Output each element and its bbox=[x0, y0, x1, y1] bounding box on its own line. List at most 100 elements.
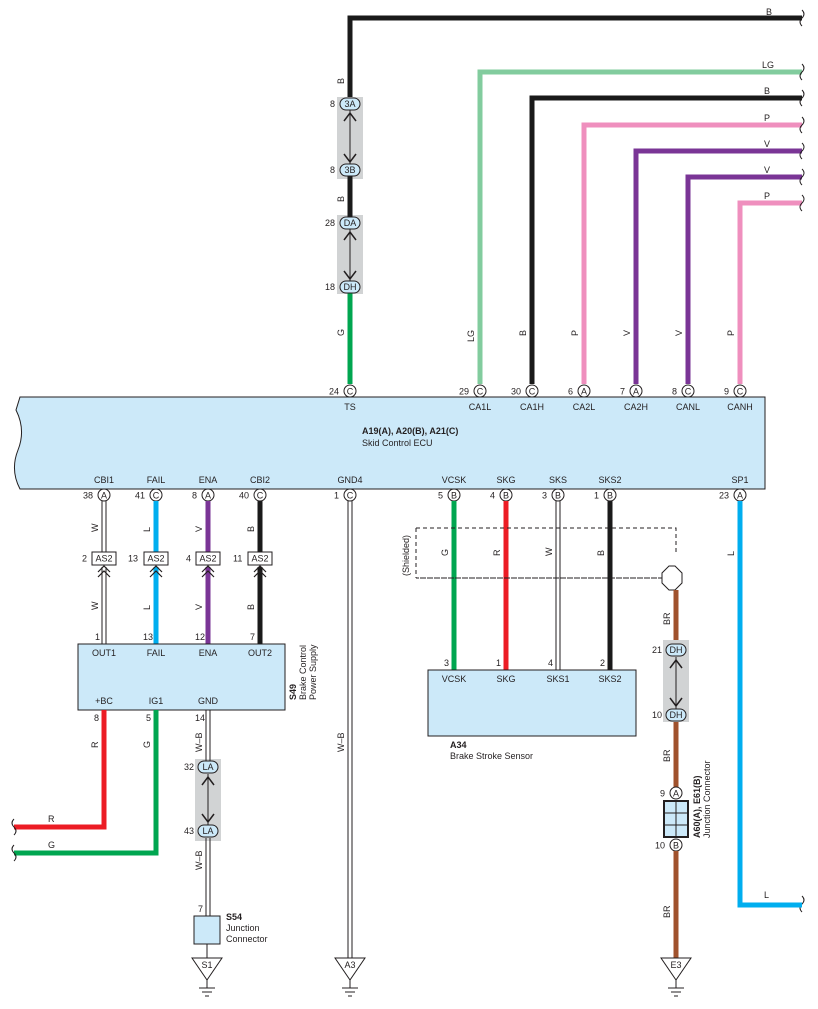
br-mid-color: BR bbox=[662, 749, 672, 762]
ena-wire: V V bbox=[194, 501, 211, 644]
svg-text:CANH: CANH bbox=[727, 402, 753, 412]
svg-text:CA2L: CA2L bbox=[573, 402, 596, 412]
svg-text:B: B bbox=[555, 491, 561, 501]
svg-text:C: C bbox=[257, 491, 264, 501]
left-wire-g-color: G bbox=[48, 840, 55, 850]
svg-text:A: A bbox=[205, 491, 211, 501]
svg-text:FAIL: FAIL bbox=[147, 648, 166, 658]
shield: (Shielded) bbox=[401, 527, 683, 591]
s54-desc-1: Junction bbox=[226, 923, 260, 933]
junction-da: DA bbox=[344, 218, 357, 228]
svg-text:AS2: AS2 bbox=[147, 554, 164, 564]
ca1l-wire: LG LG bbox=[466, 60, 802, 384]
shield-ground-node bbox=[661, 565, 683, 591]
svg-text:GND: GND bbox=[198, 696, 219, 706]
svg-text:AS2: AS2 bbox=[199, 554, 216, 564]
power-supply-name: S49 bbox=[288, 684, 298, 700]
svg-text:13: 13 bbox=[143, 632, 153, 642]
ts-top-wire: B bbox=[347, 7, 802, 104]
ca1h-vertical-color: B bbox=[518, 330, 528, 336]
power-supply-gnd-wire: 14 W–B LA 32 LA 43 W–B 7 S54 Junction Co… bbox=[184, 710, 268, 997]
cbi1-lower-color: W bbox=[90, 601, 100, 610]
svg-text:4: 4 bbox=[548, 658, 553, 668]
svg-text:3: 3 bbox=[444, 658, 449, 668]
ca2l-top-color: P bbox=[764, 113, 770, 123]
cbi2-wire: B B bbox=[246, 501, 263, 644]
ecu-pin-ca2l: A 6 CA2L bbox=[568, 384, 596, 412]
svg-text:TS: TS bbox=[344, 402, 356, 412]
as2-connector-cbi1: AS2 2 bbox=[82, 551, 117, 578]
svg-text:AS2: AS2 bbox=[251, 554, 268, 564]
svg-text:30: 30 bbox=[511, 387, 521, 397]
svg-text:SKG: SKG bbox=[496, 475, 515, 485]
br-lower-color: BR bbox=[662, 905, 672, 918]
ecu-desc: Skid Control ECU bbox=[362, 438, 433, 448]
junction-3a-pin: 8 bbox=[330, 99, 335, 109]
ecu-pin-ts: C 24 TS bbox=[329, 384, 357, 412]
junction-connector-desc: Junction Connector bbox=[702, 760, 712, 838]
sp1-vertical-color: L bbox=[726, 551, 736, 556]
gnd4-color: W–B bbox=[336, 732, 346, 752]
sks-color: W bbox=[544, 547, 554, 556]
ig1-color: G bbox=[142, 741, 152, 748]
junction-3b: 3B bbox=[344, 165, 355, 175]
sp1-wire: L L bbox=[726, 501, 802, 908]
ecu-pin-ena: ENA A 8 bbox=[192, 475, 218, 502]
as2-connectors: AS2 2 AS2 13 AS2 4 AS2 11 bbox=[82, 551, 273, 578]
junction-dh: DH bbox=[344, 282, 357, 292]
svg-text:C: C bbox=[737, 387, 744, 397]
svg-text:8: 8 bbox=[672, 387, 677, 397]
junction-la-1: LA bbox=[202, 762, 213, 772]
svg-text:A: A bbox=[101, 491, 107, 501]
ecu-pin-ca1l: C 29 CA1L bbox=[459, 384, 492, 412]
svg-text:6: 6 bbox=[568, 387, 573, 397]
svg-text:B: B bbox=[451, 491, 457, 501]
ca1l-top-color: LG bbox=[762, 60, 774, 70]
svg-text:CA1H: CA1H bbox=[520, 402, 544, 412]
svg-text:ENA: ENA bbox=[199, 475, 218, 485]
ca2l-wire: P P bbox=[570, 113, 802, 384]
br-upper-color: BR bbox=[662, 612, 672, 625]
svg-text:10: 10 bbox=[655, 841, 665, 851]
svg-text:3: 3 bbox=[542, 491, 547, 501]
svg-text:A: A bbox=[581, 387, 587, 397]
svg-text:SP1: SP1 bbox=[731, 475, 748, 485]
ena-lower-color: V bbox=[194, 604, 204, 610]
svg-text:1: 1 bbox=[594, 491, 599, 501]
svg-text:14: 14 bbox=[195, 713, 205, 723]
ground-e3: E3 bbox=[670, 960, 681, 970]
svg-text:+BC: +BC bbox=[95, 696, 113, 706]
svg-text:4: 4 bbox=[186, 554, 191, 564]
bc-color: R bbox=[90, 741, 100, 748]
as2-connector-ena: AS2 4 bbox=[186, 551, 221, 578]
svg-text:8: 8 bbox=[94, 713, 99, 723]
shield-label: (Shielded) bbox=[401, 535, 411, 576]
svg-text:C: C bbox=[477, 387, 484, 397]
cbi1-upper-color: W bbox=[90, 523, 100, 532]
svg-text:SKS1: SKS1 bbox=[546, 674, 569, 684]
svg-text:1: 1 bbox=[496, 658, 501, 668]
brake-stroke-sensor: 3 1 4 2 VCSK SKG SKS1 SKS2 A34 Brake Str… bbox=[427, 658, 637, 761]
sp1-right-color: L bbox=[764, 890, 769, 900]
canh-vertical-color: P bbox=[726, 330, 736, 336]
as2-connector-fail: AS2 13 bbox=[128, 551, 169, 578]
gnd-upper-color: W–B bbox=[194, 732, 204, 752]
junction-la-2-pin: 43 bbox=[184, 826, 194, 836]
ecu-bottom-pins: CBI1 A 38 FAIL C 41 ENA A 8 CBI2 C 40 GN… bbox=[83, 475, 749, 502]
left-wire-r-color: R bbox=[48, 814, 55, 824]
svg-text:CA1L: CA1L bbox=[469, 402, 492, 412]
ecu-pin-cbi2: CBI2 C 40 bbox=[239, 475, 270, 502]
svg-text:24: 24 bbox=[329, 387, 339, 397]
svg-text:B: B bbox=[607, 491, 613, 501]
ca1h-wire: B B bbox=[518, 86, 802, 384]
junction-dh-pin: 18 bbox=[325, 282, 335, 292]
ca2h-vertical-color: V bbox=[622, 330, 632, 336]
ecu-pin-skg: SKG B 4 bbox=[490, 475, 516, 502]
cbi1-wire: W W bbox=[90, 501, 107, 644]
ground-a3: A3 bbox=[344, 960, 355, 970]
svg-text:23: 23 bbox=[719, 491, 729, 501]
ts-bottom-wire-color: G bbox=[336, 329, 346, 336]
ts-wire: B 3A 8 3B 8 B DA 28 DH 18 G bbox=[325, 78, 363, 384]
power-supply-desc-1: Brake Control bbox=[298, 645, 308, 700]
